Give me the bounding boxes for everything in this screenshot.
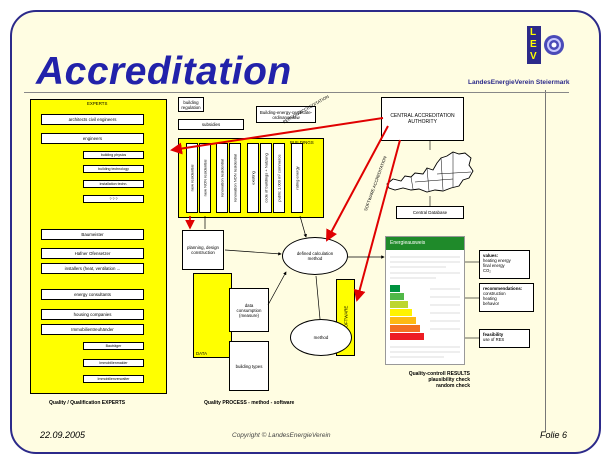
expert-item-building-physics: building physics bbox=[83, 151, 144, 159]
recommendations-title: recommendations: bbox=[483, 286, 523, 291]
recommendations-behavior: behavior bbox=[483, 301, 500, 306]
building-col-rating-energy: rating energy bbox=[291, 143, 303, 213]
footer-slide-number: Folie 6 bbox=[540, 430, 568, 440]
results-line-2: plausibility check bbox=[428, 377, 470, 383]
expert-item-housing-companies: housing companies bbox=[41, 309, 144, 320]
calculation-method-ellipse: defined calculation method bbox=[282, 237, 348, 275]
austria-map-icon bbox=[386, 151, 474, 193]
expert-item-baumeister: Baumeister bbox=[41, 229, 144, 240]
logo-ring-icon bbox=[544, 35, 564, 55]
data-panel bbox=[193, 273, 232, 358]
building-col-existing: existing bbox=[247, 143, 259, 213]
central-database: Central Database bbox=[396, 206, 464, 219]
recommendations-heating: heating bbox=[483, 296, 497, 301]
values-title: values: bbox=[483, 253, 499, 258]
feasibility-res: use of RES bbox=[483, 337, 505, 342]
building-regulation: building regulation bbox=[178, 97, 204, 112]
recommendations-box: recommendations: construction heating be… bbox=[479, 283, 534, 312]
footer-date: 22.09.2005 bbox=[40, 430, 86, 440]
data-consumption-box: data consumption (measure) bbox=[229, 288, 269, 332]
results-line-3: random check bbox=[436, 383, 470, 389]
expert-item-installation-techn: installation techn. bbox=[83, 180, 144, 188]
lev-logo: L E V bbox=[527, 26, 567, 64]
ordinance-box: Building-energy-certificate-ordinance-la… bbox=[256, 106, 316, 123]
building-types-box: building types bbox=[229, 341, 269, 391]
logo-letter-l: L bbox=[530, 27, 537, 38]
top-divider bbox=[24, 92, 569, 93]
experts-header: EXPERTS bbox=[87, 101, 108, 106]
right-divider bbox=[545, 90, 546, 432]
building-col-new-non-residential: new NON residential bbox=[199, 143, 211, 213]
expert-item-immobilientreuhaender: Immobilientreuhänder bbox=[41, 324, 144, 335]
values-co2: CO₂ bbox=[483, 268, 491, 273]
slide-title: Accreditation bbox=[36, 50, 292, 93]
recommendations-construction: construction bbox=[483, 291, 506, 296]
expert-item-immobilienmakler: Immobilienmakler bbox=[83, 359, 144, 367]
expert-item-hafner: Hafner Ofensetzer bbox=[41, 248, 144, 259]
caption-experts: Quality / Qualification EXPERTS bbox=[49, 400, 126, 406]
values-heating-energy: heating energy bbox=[483, 258, 511, 263]
feasibility-title: feasibility bbox=[483, 332, 504, 337]
results-line-1: Quality-controll RESULTS bbox=[408, 371, 470, 377]
values-box: values: heating energy final energy CO₂ bbox=[479, 250, 530, 279]
certificate-header bbox=[386, 237, 464, 250]
expert-item-bautraeger: Bauträger bbox=[83, 342, 144, 350]
energy-certificate: Energieausweis bbox=[385, 236, 465, 365]
logo-letter-v: V bbox=[530, 51, 537, 62]
building-col-renovation-residential: renovation residential bbox=[216, 143, 228, 213]
planning-box: planning, design construction bbox=[182, 230, 224, 270]
building-col-renovation-non-residential: renovation NON residential bbox=[229, 143, 241, 213]
buildings-header: BUILDINGS bbox=[290, 140, 314, 145]
expert-item-architects: architects civil engineers bbox=[41, 114, 144, 125]
logo-letter-e: E bbox=[530, 39, 537, 50]
certificate-content-icon bbox=[390, 256, 460, 358]
building-col-new-residential: new residential bbox=[186, 143, 198, 213]
building-col-code-of-buildings: code of buildings + Nutzung bbox=[260, 143, 272, 213]
building-col-public-commerce: public 1.000 m² commerce bbox=[273, 143, 285, 213]
logo-org-name: LandesEnergieVerein Steiermark bbox=[468, 79, 570, 86]
subsidies-box: subsidies bbox=[178, 119, 244, 130]
values-final-energy: final energy bbox=[483, 263, 505, 268]
expert-item-immobilienverwalter: Immobilienverwalter bbox=[83, 375, 144, 383]
central-accreditation-authority: CENTRAL ACCREDITATION AUTHORITY bbox=[381, 97, 464, 141]
expert-item-installers: installers (heat, ventilation ... bbox=[41, 263, 144, 274]
expert-item-energy-consultants: energy consultants bbox=[41, 289, 144, 300]
caption-process: Quality PROCESS - method - software bbox=[204, 400, 295, 406]
method-ellipse: method bbox=[290, 319, 352, 356]
data-label: DATA bbox=[196, 351, 208, 356]
feasibility-box: feasibility use of RES bbox=[479, 329, 530, 348]
certificate-title: Energieausweis bbox=[390, 240, 426, 246]
footer-copyright: Copyright © LandesEnergieVerein bbox=[232, 432, 331, 439]
expert-item-building-technology: building technology bbox=[83, 165, 144, 173]
expert-item-engineers: engineers bbox=[41, 133, 144, 144]
expert-item-unknown: ? ? ? bbox=[83, 195, 144, 203]
